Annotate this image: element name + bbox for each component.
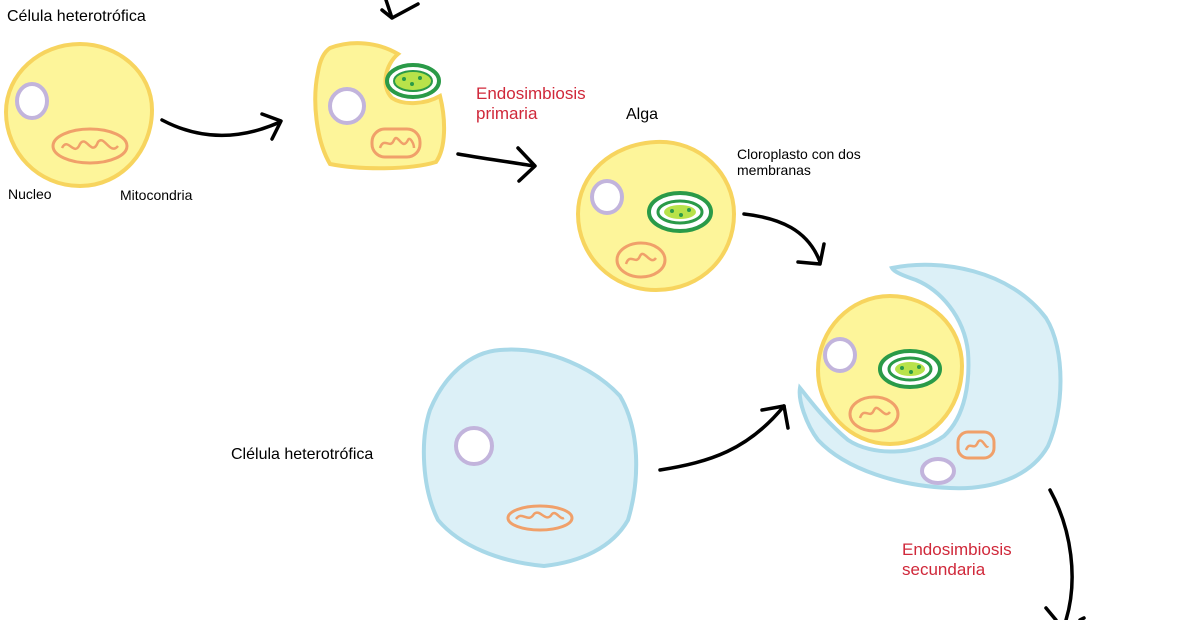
arrow-3-icon [742,212,826,266]
label-endosimbiosis-secundaria-line1: Endosimbiosis [902,540,1012,559]
mitochondrion-icon [848,395,900,433]
label-endosimbiosis-primaria-line2: primaria [476,103,538,123]
label-endosimbiosis-secundaria-line2: secundaria [902,559,986,579]
label-endosimbiosis-secundaria: Endosimbiosis secundaria [902,540,1012,579]
chloroplast-icon [647,191,713,233]
label-celula-heterotrofica-top: Célula heterotrófica [7,8,146,25]
label-cloroplasto-line1: Cloroplasto con dos [737,146,861,162]
arrow-2-icon [456,146,537,183]
label-cloroplasto: Cloroplasto con dos membranas [737,146,861,178]
secondary-endosymbiosis-cell [797,262,1063,491]
label-mitocondria: Mitocondria [120,187,193,203]
label-endosimbiosis-primaria: Endosimbiosis primaria [476,84,586,123]
engulfing-cell [313,41,447,171]
mitochondrion-icon [506,504,574,532]
mitochondrion-icon [615,241,667,279]
arrow-5-icon [1044,488,1086,622]
host-nucleus-icon [920,457,956,485]
mitochondrion-icon [51,127,129,165]
host-membrane [797,262,1063,491]
cell-membrane [421,347,639,569]
chloroplast-icon [385,63,441,99]
nucleus-icon [590,179,624,215]
nucleus-icon [823,337,857,373]
label-celula-heterotrofica-bottom: Clélula heterotrófica [231,446,374,463]
label-endosimbiosis-primaria-line1: Endosimbiosis [476,84,586,103]
alga-cell [575,139,737,293]
label-cloroplasto-line2: membranas [737,162,811,179]
arrow-4-icon [658,404,790,472]
host-mitochondrion-icon [956,430,996,460]
nucleus-icon [328,87,366,125]
nucleus-icon [454,426,494,466]
mitochondrion-icon [370,127,422,159]
label-nucleo: Nucleo [8,186,52,202]
heterotrophic-cell-2 [421,347,639,569]
nucleus-icon [15,82,49,120]
heterotrophic-cell-1 [3,41,155,189]
label-alga: Alga [626,106,659,123]
arrow-top-icon [380,0,420,20]
chloroplast-icon [878,349,942,389]
arrow-1-icon [160,112,283,141]
